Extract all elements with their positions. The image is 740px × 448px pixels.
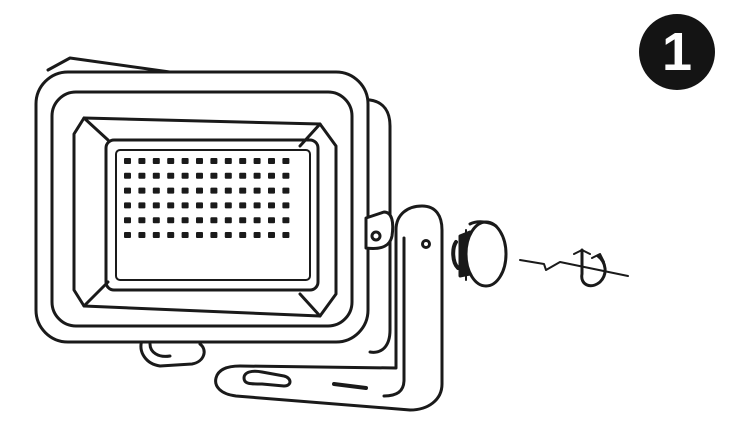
led-dot bbox=[239, 172, 247, 179]
mounting-bracket bbox=[214, 204, 444, 412]
led-dot bbox=[196, 202, 203, 209]
led-dot bbox=[138, 187, 146, 194]
led-dot bbox=[210, 172, 218, 179]
led-dot bbox=[167, 217, 175, 224]
led-dot bbox=[210, 217, 218, 224]
led-dot bbox=[124, 172, 131, 179]
led-dot bbox=[152, 172, 160, 179]
led-dot bbox=[167, 158, 175, 164]
led-dot bbox=[268, 158, 275, 164]
led-dot bbox=[138, 158, 146, 164]
led-dot bbox=[124, 187, 131, 194]
led-dot bbox=[224, 232, 232, 238]
led-dot bbox=[210, 202, 218, 209]
led-dot bbox=[253, 158, 261, 164]
led-dot bbox=[196, 158, 203, 164]
hinge-stand bbox=[139, 338, 206, 368]
led-dot bbox=[224, 158, 232, 164]
led-dot bbox=[239, 202, 247, 209]
led-dot bbox=[124, 232, 131, 238]
led-grid bbox=[124, 158, 290, 238]
led-dot bbox=[268, 217, 275, 224]
led-dot bbox=[181, 232, 189, 238]
led-dot bbox=[181, 172, 189, 179]
led-dot bbox=[253, 202, 261, 209]
led-dot bbox=[181, 187, 189, 194]
led-dot bbox=[239, 187, 247, 194]
led-dot bbox=[181, 158, 189, 164]
led-dot bbox=[253, 232, 261, 238]
led-dot bbox=[138, 202, 146, 209]
led-dot bbox=[268, 172, 275, 179]
led-dot bbox=[167, 202, 175, 209]
rotate-arrow-icon bbox=[519, 248, 629, 288]
led-dot bbox=[152, 202, 160, 209]
led-dot bbox=[282, 172, 290, 179]
led-dot bbox=[196, 217, 203, 224]
led-dot bbox=[138, 172, 146, 179]
led-dot bbox=[210, 187, 218, 194]
led-dot bbox=[124, 158, 131, 164]
led-dot bbox=[282, 217, 290, 224]
led-dot bbox=[181, 202, 189, 209]
led-dot bbox=[124, 202, 131, 209]
led-dot bbox=[224, 217, 232, 224]
led-dot bbox=[282, 232, 290, 238]
led-dot bbox=[253, 217, 261, 224]
led-dot bbox=[282, 158, 290, 164]
led-dot bbox=[167, 187, 175, 194]
led-dot bbox=[196, 232, 203, 238]
led-dot bbox=[124, 217, 131, 224]
led-dot bbox=[181, 217, 189, 224]
led-dot bbox=[152, 232, 160, 238]
led-dot bbox=[138, 232, 146, 238]
led-dot bbox=[224, 172, 232, 179]
led-dot bbox=[239, 217, 247, 224]
led-dot bbox=[138, 217, 146, 224]
led-dot bbox=[282, 187, 290, 194]
led-dot bbox=[152, 187, 160, 194]
led-dot bbox=[152, 158, 160, 164]
led-dot bbox=[268, 202, 275, 209]
led-dot bbox=[196, 187, 203, 194]
led-dot bbox=[167, 172, 175, 179]
led-dot bbox=[224, 187, 232, 194]
led-dot bbox=[210, 232, 218, 238]
led-dot bbox=[239, 158, 247, 164]
led-dot bbox=[253, 172, 261, 179]
led-dot bbox=[167, 232, 175, 238]
led-dot bbox=[152, 217, 160, 224]
led-dot bbox=[239, 232, 247, 238]
led-dot bbox=[224, 202, 232, 209]
led-dot bbox=[196, 172, 203, 179]
step-number-badge: 1 bbox=[639, 14, 715, 90]
led-dot bbox=[268, 187, 275, 194]
led-dot bbox=[268, 232, 275, 238]
led-dot bbox=[210, 158, 218, 164]
adjustment-knob bbox=[451, 220, 508, 288]
led-dot bbox=[282, 202, 290, 209]
led-dot bbox=[253, 187, 261, 194]
